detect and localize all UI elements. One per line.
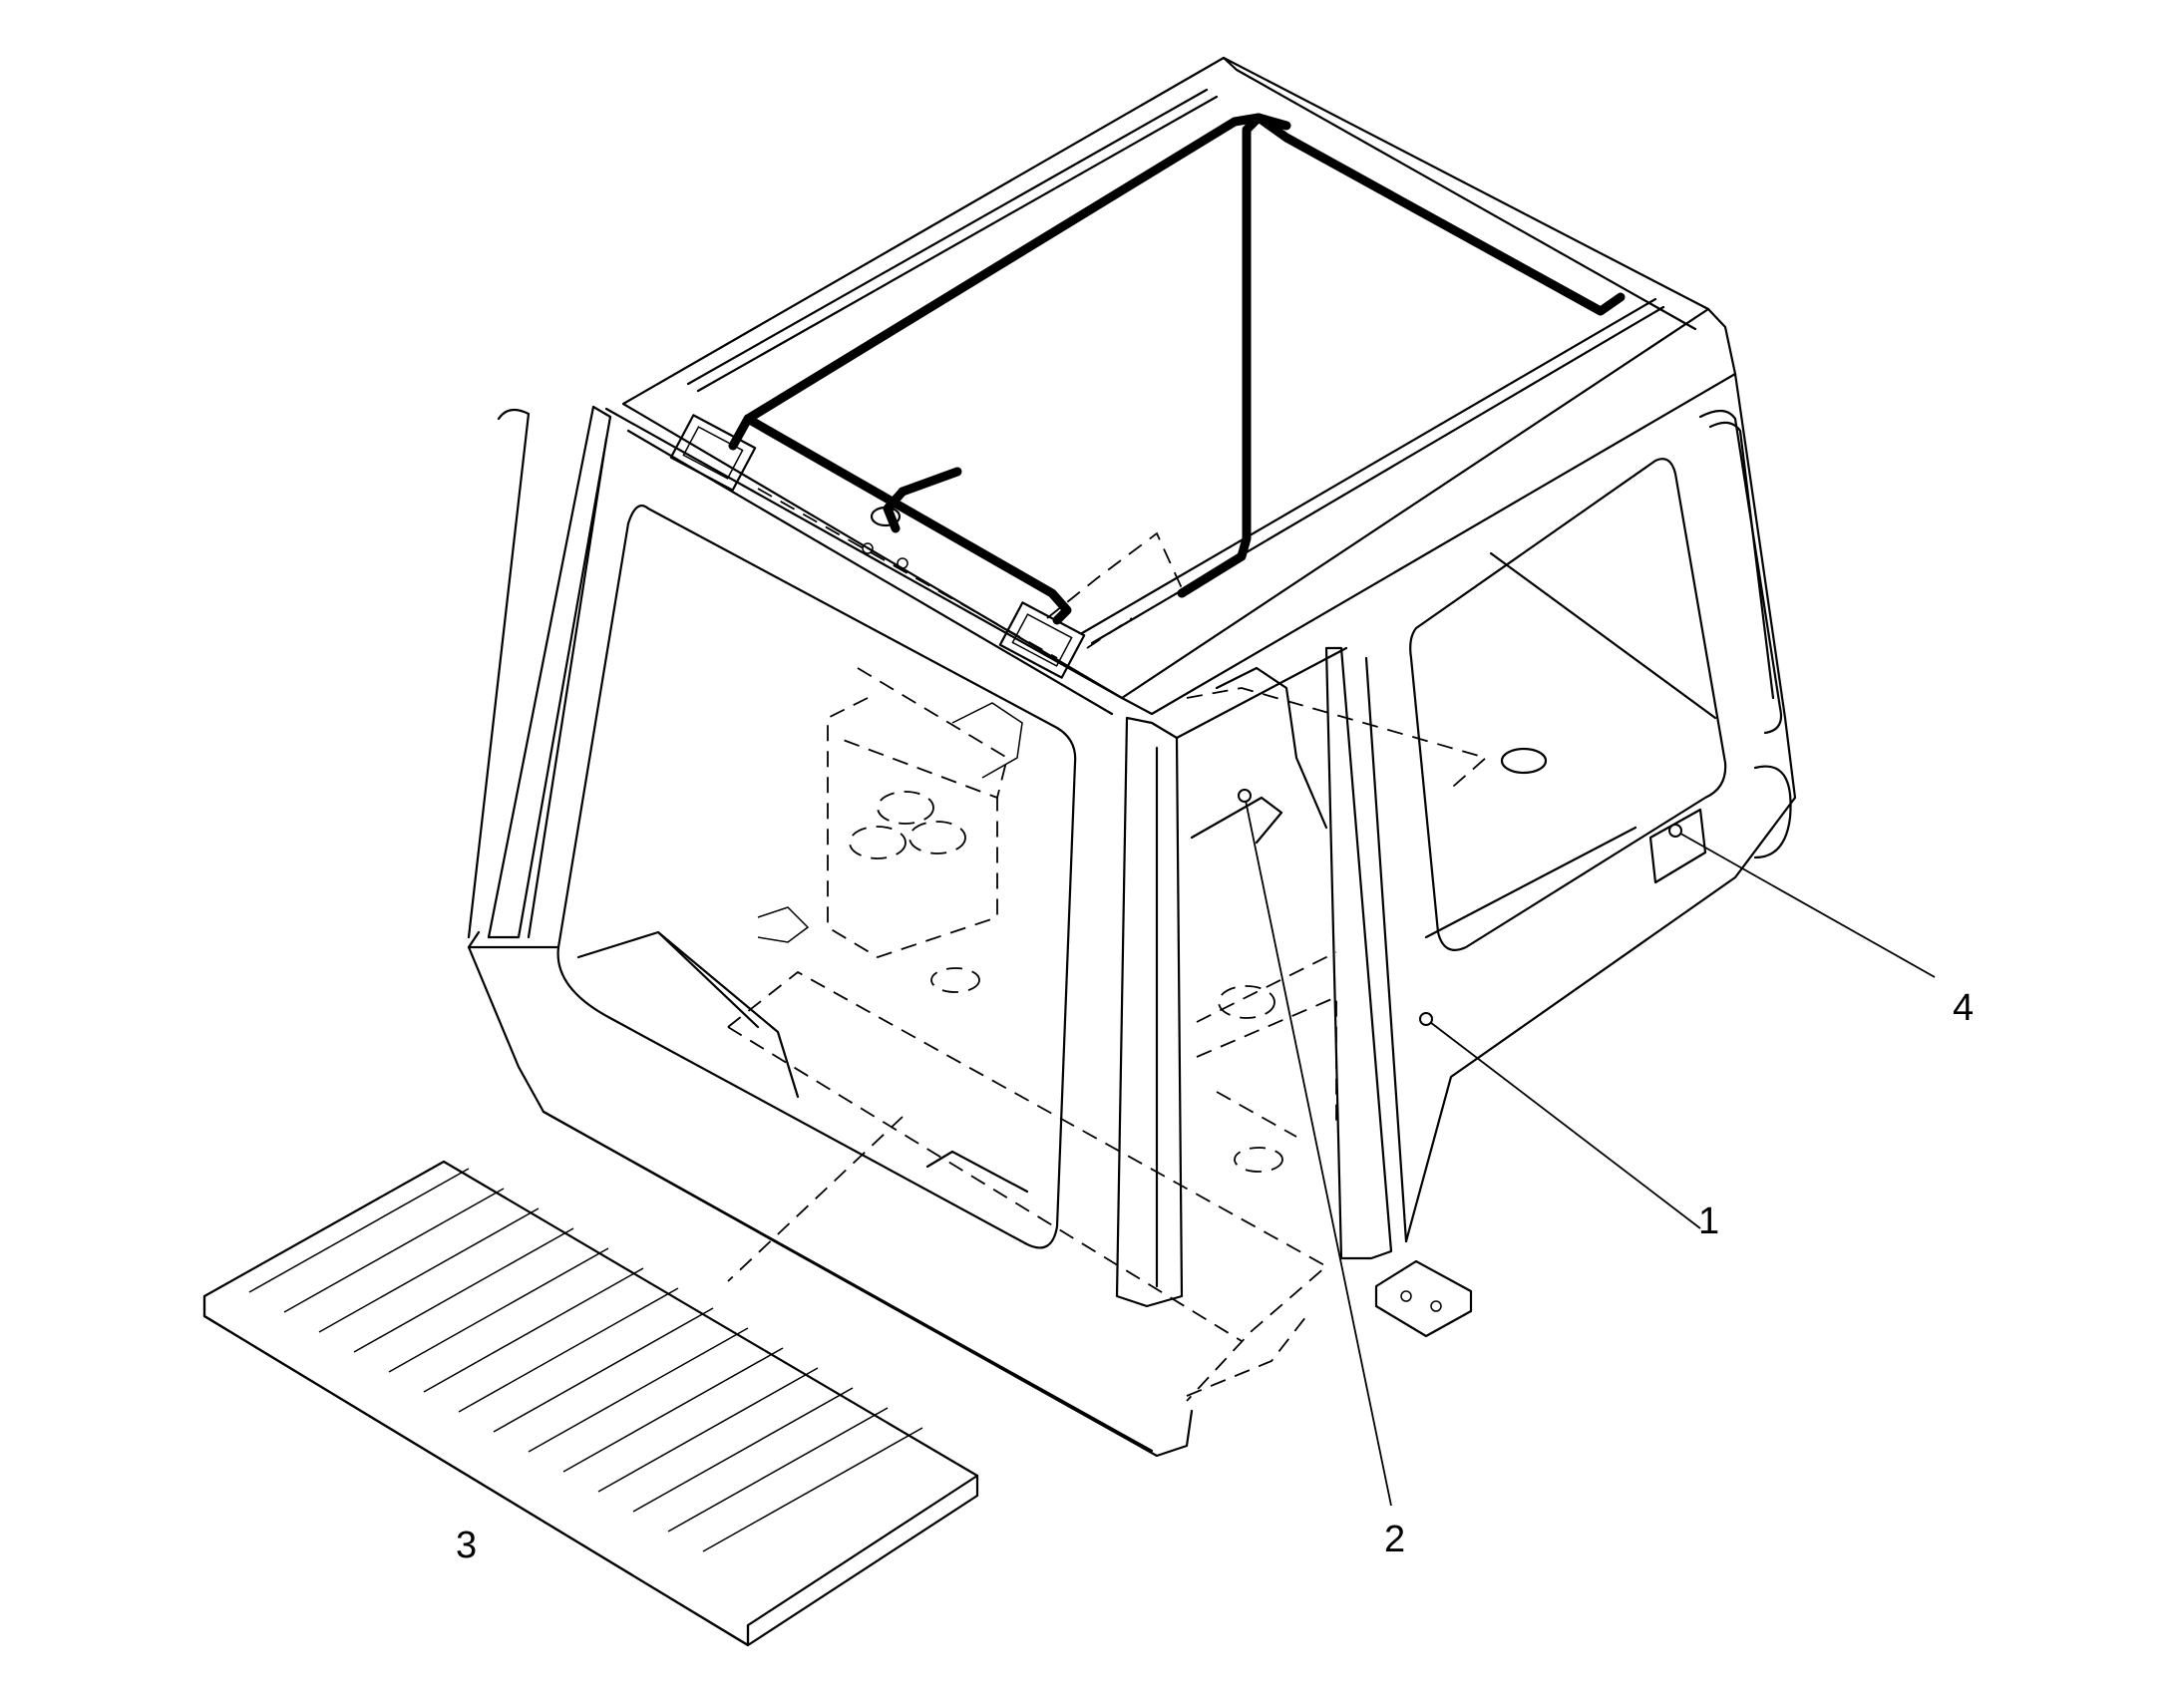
callout-3: 3 bbox=[456, 1525, 477, 1566]
callout-4: 4 bbox=[1953, 987, 1974, 1029]
cab-side-frame bbox=[467, 372, 1797, 1338]
cab-interior-hidden-lines bbox=[727, 488, 1488, 1402]
roof-wiring-harness bbox=[728, 113, 1626, 625]
callout-leaders bbox=[1238, 789, 1936, 1507]
callout-1: 1 bbox=[1698, 1200, 1719, 1242]
callout-2: 2 bbox=[1384, 1519, 1405, 1560]
floor-mat bbox=[202, 1160, 979, 1647]
cab-front-frame bbox=[467, 405, 1194, 1458]
